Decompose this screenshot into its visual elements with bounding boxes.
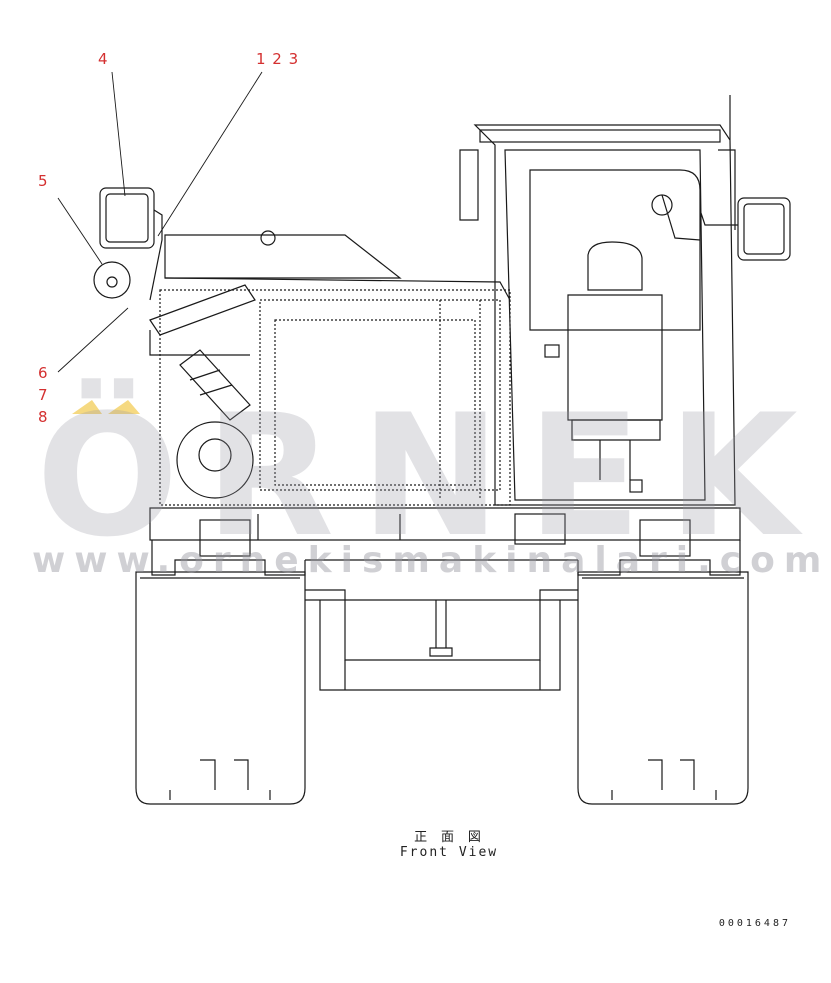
- engine-hood: [159, 289, 511, 506]
- watermark-url: www.ornekismakinalari.com.tr: [32, 540, 831, 581]
- leader-123: [157, 71, 263, 237]
- callout-1-2-3: 1 2 3: [256, 50, 300, 68]
- callout-5: 5: [38, 172, 49, 190]
- revolving-frame: [149, 507, 741, 576]
- drawing-number: 00016487: [718, 918, 791, 929]
- leader-5: [57, 197, 103, 265]
- air-cleaner: [176, 349, 254, 499]
- undercarriage: [305, 589, 578, 691]
- caption-english: Front View: [399, 845, 499, 860]
- operator-seat: [544, 241, 663, 493]
- callout-4: 4: [98, 50, 109, 68]
- left-track: [135, 571, 306, 805]
- watermark-accent: [72, 400, 140, 414]
- watermark-brand: ÖRNEK: [36, 378, 824, 574]
- caption-japanese: 正 面 図: [414, 830, 484, 845]
- right-mirror: [651, 194, 791, 261]
- leader-4: [111, 71, 126, 197]
- callout-8: 8: [38, 408, 49, 426]
- hood-top: [149, 230, 511, 356]
- callout-7: 7: [38, 386, 49, 404]
- operator-cab: [459, 95, 736, 506]
- left-mirror: [93, 187, 163, 301]
- right-track: [577, 571, 749, 805]
- callout-6: 6: [38, 364, 49, 382]
- leader-678: [57, 307, 129, 373]
